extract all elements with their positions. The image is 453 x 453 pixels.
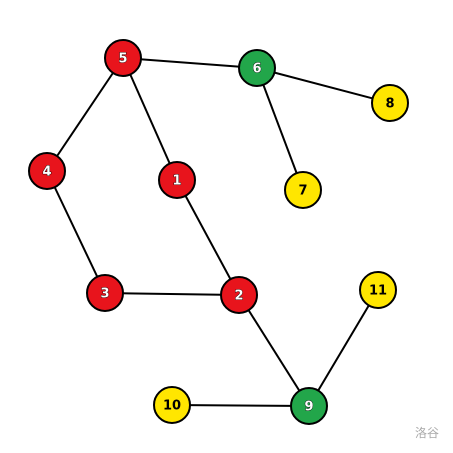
edge-1-2: [176, 179, 240, 296]
node-label-8: 8: [385, 97, 394, 112]
node-9: 9: [290, 387, 328, 425]
node-label-4: 4: [42, 165, 51, 180]
node-label-3: 3: [100, 287, 109, 302]
node-circle-9: [290, 387, 328, 425]
node-circle-10: [153, 386, 191, 424]
node-2: 2: [220, 276, 258, 314]
node-label-1: 1: [172, 174, 181, 189]
node-7: 7: [284, 171, 322, 209]
node-label-7: 7: [298, 184, 307, 199]
edge-5-1: [122, 57, 178, 181]
node-8: 8: [371, 84, 409, 122]
edge-2-9: [238, 294, 310, 407]
edge-4-3: [46, 170, 106, 294]
node-3: 3: [86, 274, 124, 312]
watermark-text: 洛谷: [414, 426, 439, 440]
node-circle-8: [371, 84, 409, 122]
node-label-2: 2: [234, 289, 243, 304]
edge-10-9: [171, 404, 310, 407]
node-circle-7: [284, 171, 322, 209]
node-circle-3: [86, 274, 124, 312]
node-circle-1: [158, 161, 196, 199]
node-5: 5: [104, 39, 142, 77]
node-circle-5: [104, 39, 142, 77]
node-layer: 1 2 3 4 5 6 7 8 9 10 11: [28, 39, 409, 425]
node-label-5: 5: [118, 52, 127, 67]
node-circle-2: [220, 276, 258, 314]
edge-3-2: [104, 292, 240, 296]
node-circle-6: [238, 49, 276, 87]
edge-11-9: [308, 289, 379, 407]
node-6: 6: [238, 49, 276, 87]
edge-6-8: [256, 67, 391, 104]
node-10: 10: [153, 386, 191, 424]
node-label-9: 9: [304, 400, 313, 415]
node-label-10: 10: [163, 399, 181, 414]
edge-5-4: [46, 57, 124, 172]
node-label-11: 11: [369, 284, 387, 299]
edge-layer: [46, 57, 391, 407]
node-label-6: 6: [252, 62, 261, 77]
node-circle-11: [359, 271, 397, 309]
node-11: 11: [359, 271, 397, 309]
edge-5-6: [122, 57, 258, 69]
node-1: 1: [158, 161, 196, 199]
node-4: 4: [28, 152, 66, 190]
node-circle-4: [28, 152, 66, 190]
edge-6-7: [256, 67, 304, 191]
